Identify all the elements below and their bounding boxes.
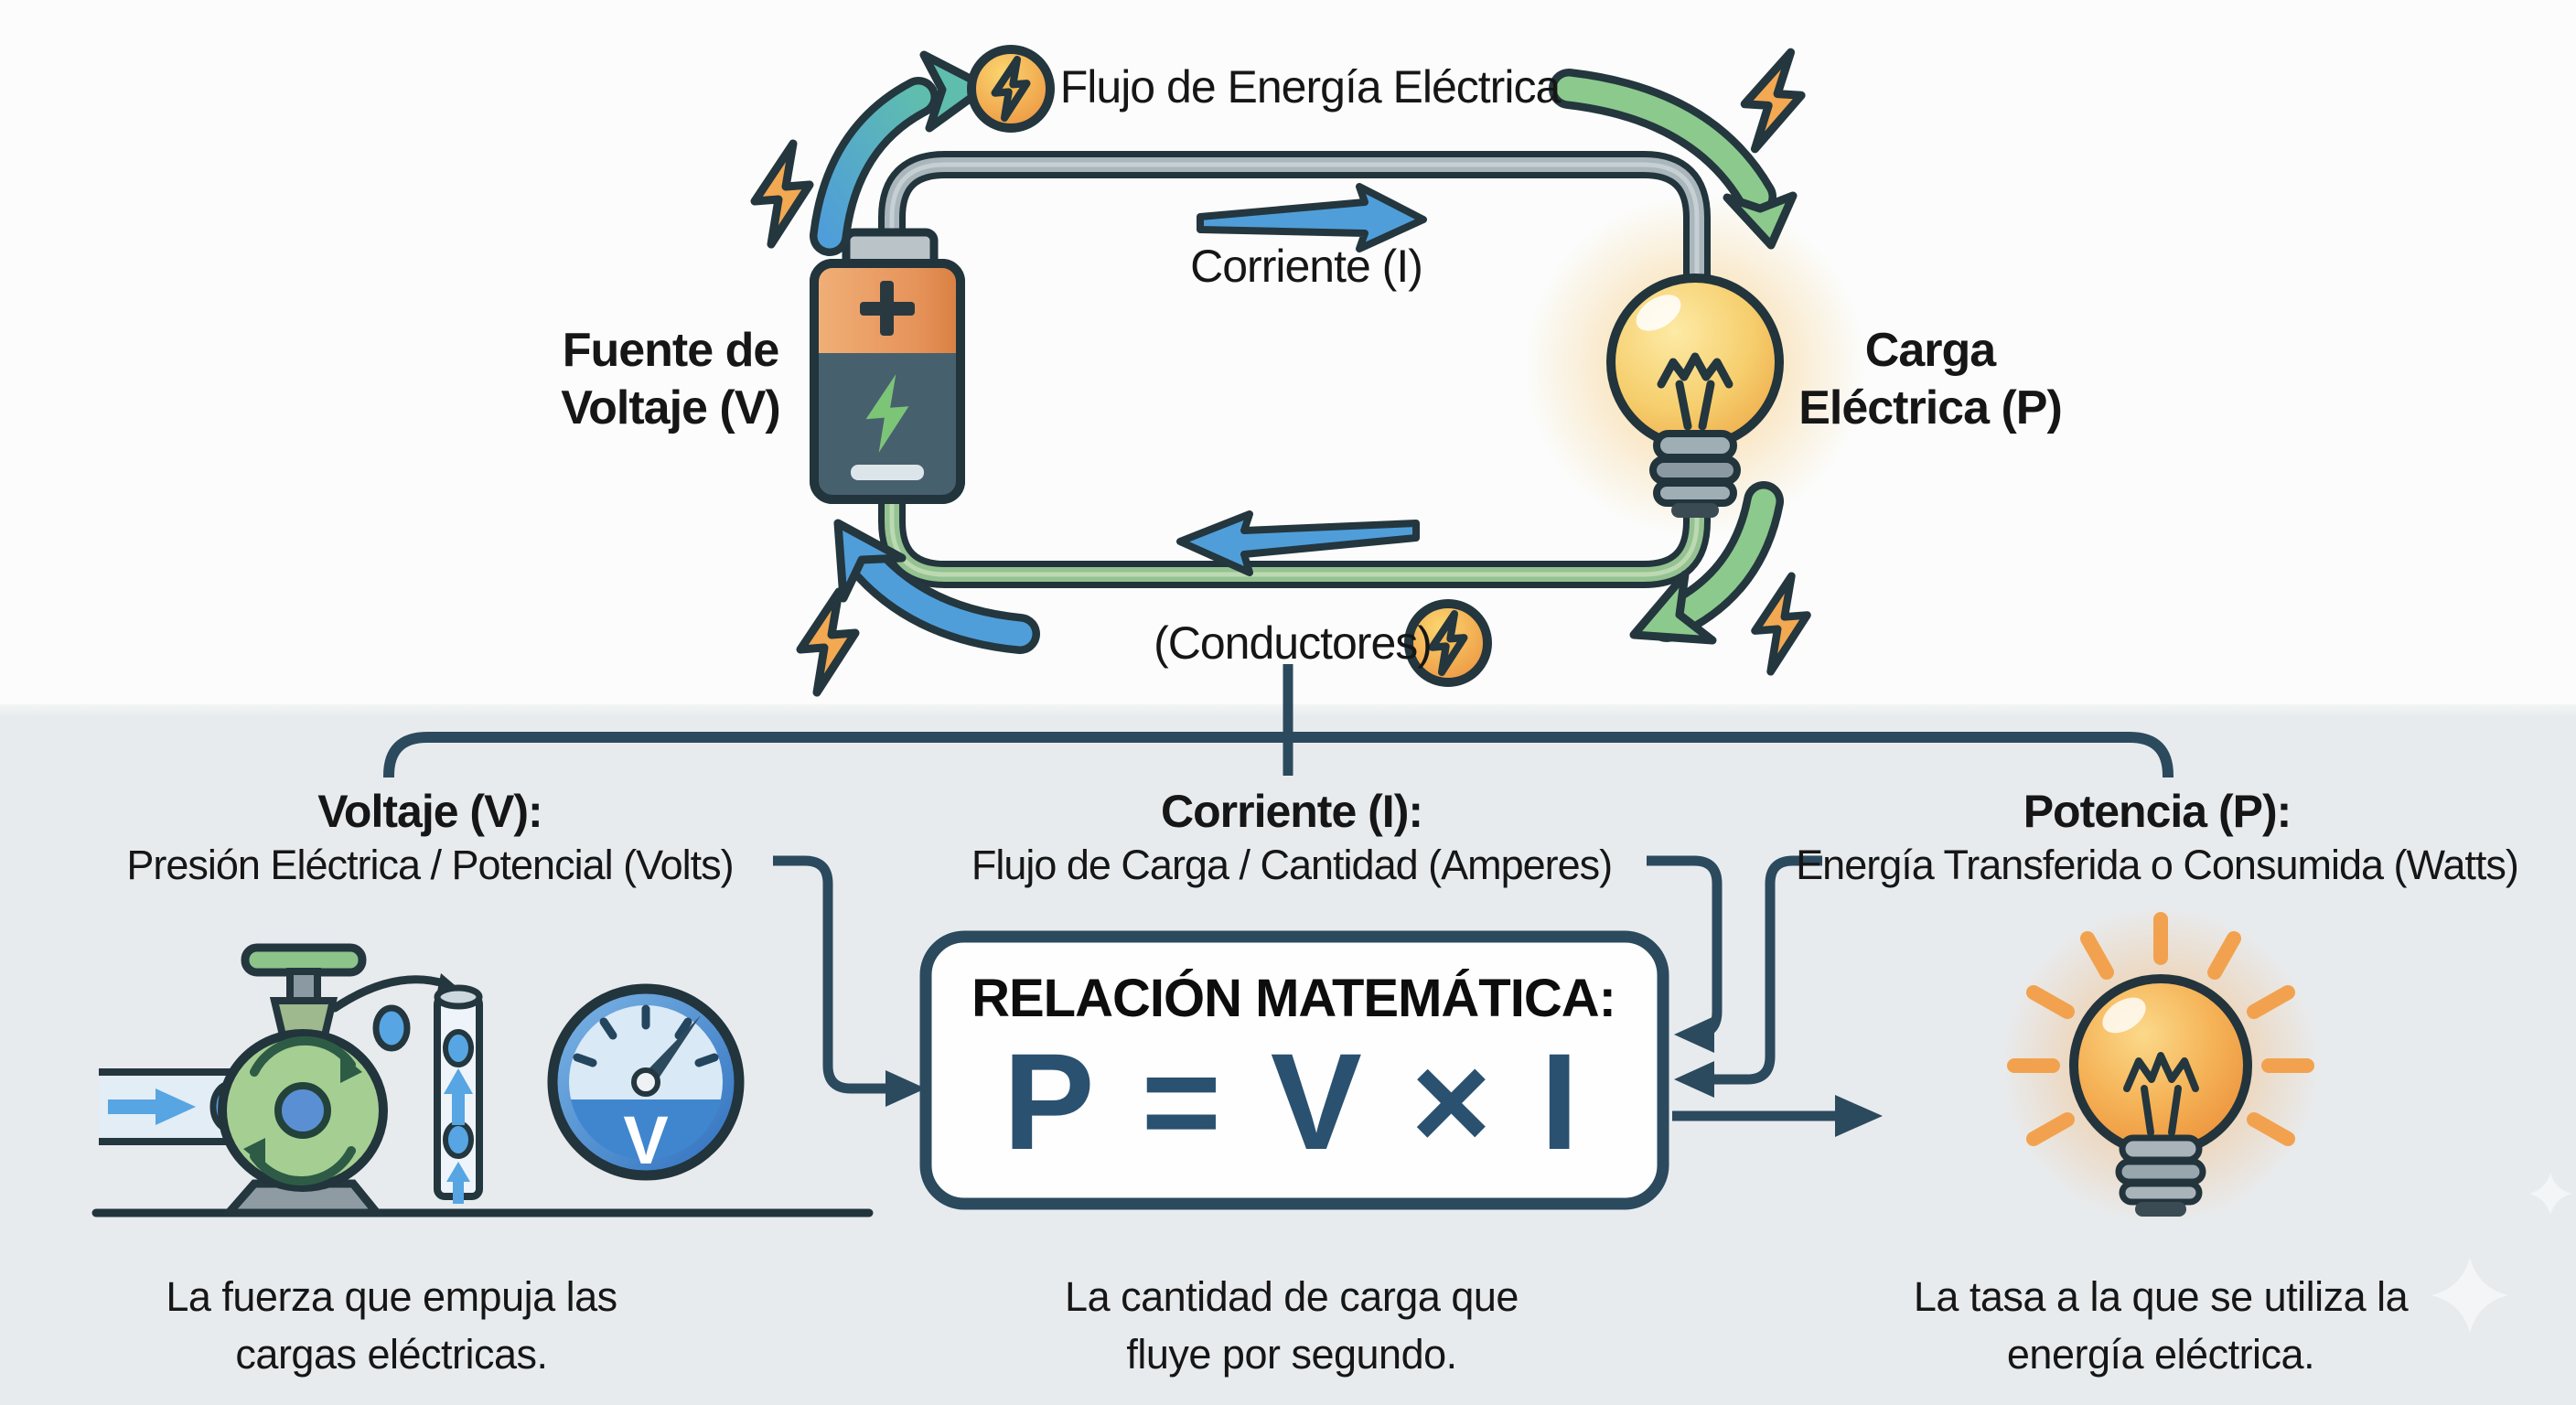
up-arrow-icon — [444, 1068, 473, 1204]
column-voltaje-title: Voltaje (V): — [317, 786, 542, 837]
connector-arrowheads — [886, 1016, 1883, 1137]
formula-box — [919, 930, 1669, 1210]
caption-potencia: La tasa a la que se utiliza la energía e… — [1913, 1273, 2409, 1378]
voltaje-to-formula-connector — [773, 855, 889, 1094]
lightning-bolt-icon — [1755, 576, 1808, 672]
energy-arrow-bottom-right — [1629, 481, 1784, 645]
energy-arrow-top-left — [810, 50, 991, 256]
current-label: Corriente (I) — [1190, 241, 1423, 292]
gauge-letter: V — [623, 1102, 668, 1178]
bulb-icon — [1606, 273, 1784, 518]
potencia-to-formula-connector — [1709, 855, 1822, 1085]
pump-hose — [330, 975, 451, 1013]
lightning-bolt-icon — [800, 592, 855, 692]
energy-circle-icon — [967, 45, 1055, 133]
bracket-line — [383, 732, 2174, 778]
formula-heading: RELACIÓN MATEMÁTICA: — [971, 969, 1616, 1028]
gauge-needle — [639, 1015, 701, 1087]
caption-voltaje: La fuerza que empuja las cargas eléctric… — [166, 1273, 617, 1378]
battery-icon — [810, 228, 965, 504]
pump-illustration — [91, 943, 874, 1217]
column-potencia-title: Potencia (P): — [2023, 786, 2292, 837]
flow-arrow-icon — [108, 1089, 196, 1125]
conductors-label: (Conductores) — [1154, 617, 1433, 669]
wire-bottom — [878, 499, 1711, 588]
lightning-bolt-icon — [1739, 47, 1808, 154]
column-voltaje-subtitle: Presión Eléctrica / Potencial (Volts) — [126, 842, 734, 888]
column-corriente-title: Corriente (I): — [1161, 786, 1423, 837]
voltage-gauge-icon: V — [547, 983, 745, 1181]
energy-flow-label: Flujo de Energía Eléctrica — [1059, 61, 1562, 113]
current-arrow-right — [1197, 183, 1427, 252]
column-corriente-subtitle: Flujo de Carga / Cantidad (Amperes) — [971, 842, 1613, 888]
bulb-rays — [2007, 912, 2314, 1146]
power-bulb-icon — [2001, 906, 2321, 1226]
caption-corriente: La cantidad de carga que fluye por segun… — [1065, 1273, 1519, 1378]
connector-lines — [383, 664, 2174, 1121]
column-potencia-subtitle: Energía Transferida o Consumida (Watts) — [1796, 842, 2519, 888]
energy-circle-icon — [1404, 599, 1492, 687]
formula-text: P = V × I — [1003, 1024, 1584, 1178]
circuit-diagram — [755, 47, 1864, 692]
lightning-bolt-icon — [755, 144, 810, 244]
voltage-source-label: Fuente de Voltaje (V) — [561, 324, 780, 435]
energy-arrow-bottom-left — [833, 519, 1040, 654]
energy-arrow-top-right — [1549, 69, 1798, 250]
electric-load-label: Carga Eléctrica (P) — [1798, 324, 2063, 435]
sparkle-decoration — [2431, 1173, 2571, 1333]
water-droplet-icon — [372, 1004, 411, 1052]
wire-top — [878, 151, 1711, 291]
current-arrow-left — [1176, 510, 1420, 576]
